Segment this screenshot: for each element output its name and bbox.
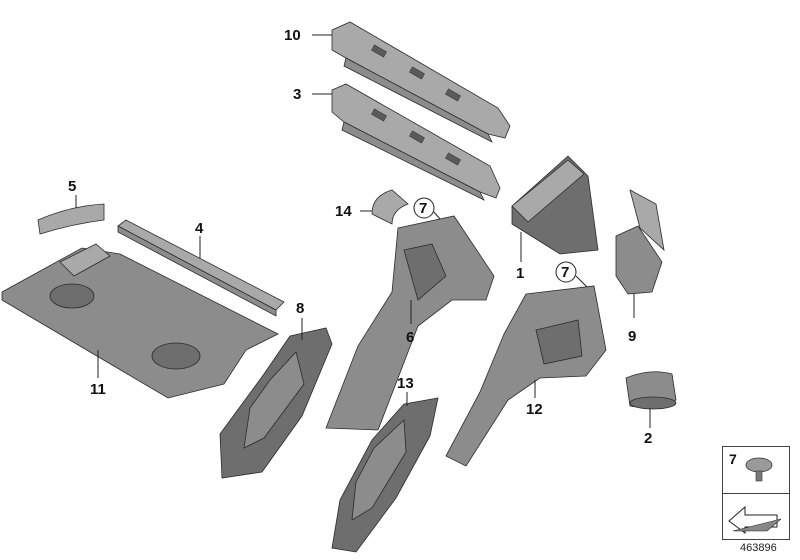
callout-13: 13 [397,375,414,392]
part-10-bracket[interactable] [331,21,511,143]
callout-2: 2 [644,430,652,447]
callout-8: 8 [296,300,304,317]
clip-icon [745,457,773,482]
callout-11: 11 [90,381,106,398]
callout-14: 14 [335,203,352,220]
fastener-legend: 7 [722,446,790,540]
part-3-bracket[interactable] [331,83,501,201]
reference-arrow-icon [728,505,782,534]
callout-12: 12 [526,401,543,418]
part-12-bracket[interactable] [445,285,607,467]
legend-item-7[interactable]: 7 [723,447,789,494]
callout-10: 10 [284,27,301,44]
callout-4: 4 [195,220,204,237]
diagram-id: 463896 [740,542,777,554]
part-2-damper[interactable] [625,371,677,410]
callout-7a: 7 [419,200,427,217]
callout-9: 9 [628,328,636,345]
legend-number: 7 [729,451,737,467]
part-11-floor-mat[interactable] [1,243,279,399]
callout-1: 1 [516,265,524,282]
part-14-clip[interactable] [371,189,409,225]
part-9-pad[interactable] [615,189,665,295]
callout-7b: 7 [561,264,569,281]
part-8-panel[interactable] [219,327,333,479]
part-1-insulation[interactable] [511,155,599,255]
callout-3: 3 [293,86,301,103]
callout-6: 6 [406,329,414,346]
part-4-strip[interactable] [117,219,285,317]
part-5-pad[interactable] [37,203,105,235]
part-6-bracket[interactable] [325,215,495,431]
callout-5: 5 [68,178,76,195]
part-13-panel[interactable] [331,397,439,553]
